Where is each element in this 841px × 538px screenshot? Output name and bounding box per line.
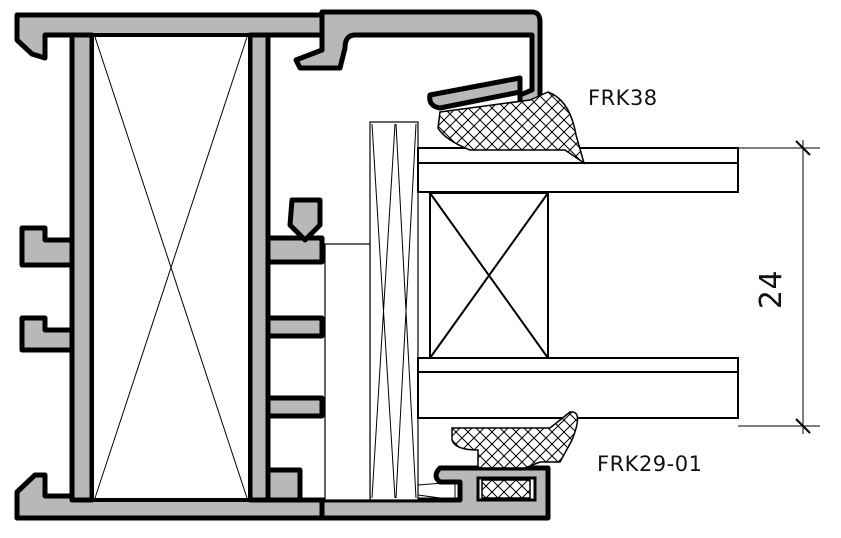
gasket-bottom (451, 411, 579, 469)
frame-rib-3 (265, 395, 325, 419)
spacer-cross (429, 192, 549, 359)
glass-unit (417, 147, 739, 419)
frame-rib-1 (265, 235, 325, 265)
shim-lines (417, 481, 456, 501)
frame-cavity-wall-right (247, 32, 271, 503)
gasket-label-frk38: FRK38 (588, 86, 658, 110)
frame-cavity-wall-left (69, 32, 95, 503)
frame-rib-2 (265, 315, 325, 339)
gasket-top (437, 91, 586, 165)
gasket-label-frk29-01: FRK29-01 (597, 452, 703, 476)
frame-profile (14, 12, 325, 521)
glass-pane-outer (417, 147, 739, 193)
gasket-bottom-foot (481, 479, 531, 499)
packer (369, 121, 419, 501)
frame-rib-4 (265, 467, 303, 503)
dimension-label: 24 (754, 269, 790, 310)
spacer-plate (324, 243, 371, 501)
frame-hook (287, 197, 323, 243)
bead-lip (427, 75, 523, 111)
dimension-24 (738, 140, 820, 434)
insulation-cross (94, 36, 248, 499)
glass-pane-inner (417, 357, 739, 419)
packer-lines (371, 123, 417, 499)
